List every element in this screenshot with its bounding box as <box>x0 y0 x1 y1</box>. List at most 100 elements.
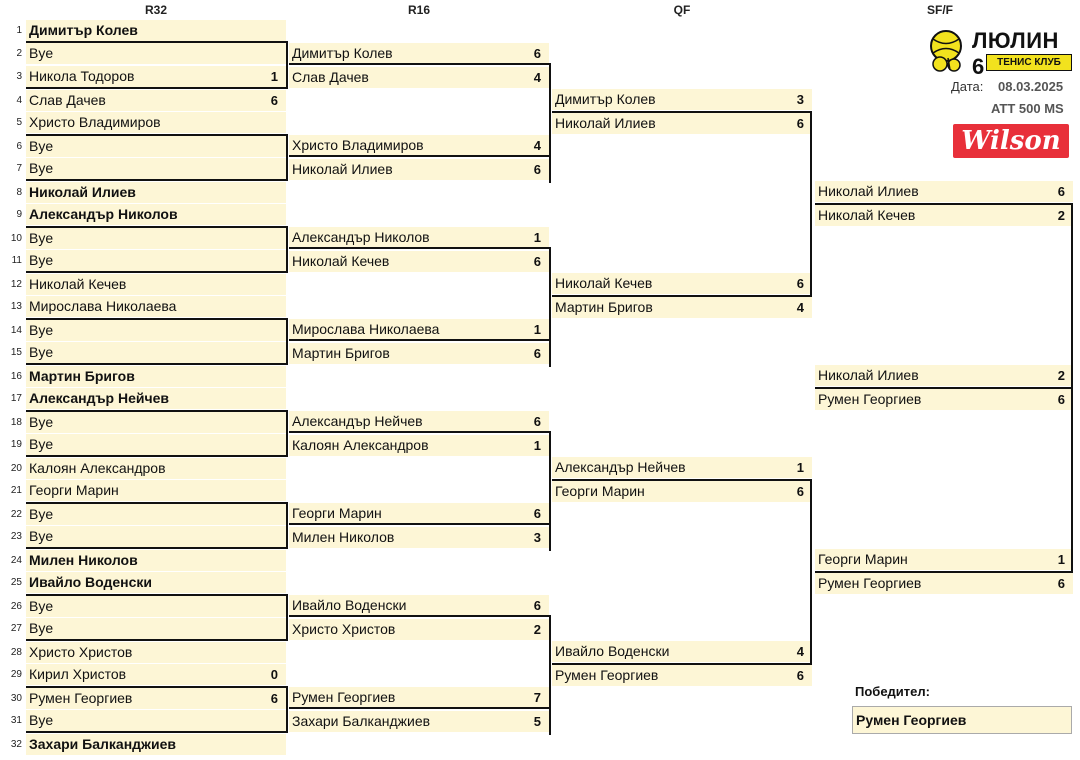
score: 6 <box>270 691 278 706</box>
player-name: Христо Владимиров <box>292 137 424 153</box>
player-name: Милен Николов <box>292 529 395 545</box>
seed-number: 22 <box>10 509 22 520</box>
seed-number: 16 <box>10 371 22 382</box>
seed-number: 19 <box>10 439 22 450</box>
score: 6 <box>533 414 541 429</box>
seed-number: 26 <box>10 601 22 612</box>
bracket-line <box>286 134 288 181</box>
player-name: Николай Илиев <box>29 184 136 200</box>
player-name: Bye <box>29 598 54 614</box>
player-name: Bye <box>29 620 54 636</box>
bracket-line <box>26 731 288 733</box>
score: 4 <box>533 138 541 153</box>
score: 6 <box>533 162 541 177</box>
bracket-line <box>26 226 288 228</box>
round-header-sf: SF/F <box>927 3 953 17</box>
seed-number: 6 <box>16 141 22 152</box>
r32-slot: Bye <box>26 618 286 639</box>
player-name: Георги Марин <box>555 483 645 499</box>
player-name: Румен Георгиев <box>818 391 922 407</box>
score: 1 <box>533 438 541 453</box>
player-name: Мирослава Николаева <box>292 321 440 337</box>
player-name: Bye <box>29 506 54 522</box>
player-name: Слав Дачев <box>292 69 369 85</box>
r32-slot: Bye <box>26 434 286 455</box>
player-name: Захари Балканджиев <box>292 713 431 729</box>
score: 1 <box>796 460 804 475</box>
r32-slot: Bye <box>26 342 286 363</box>
date-value: 08.03.2025 <box>998 79 1064 94</box>
player-name: Калоян Александров <box>292 437 429 453</box>
seed-number: 31 <box>10 715 22 726</box>
r32-slot: Калоян Александров <box>26 458 286 479</box>
r32-slot: Bye <box>26 136 286 157</box>
seed-number: 21 <box>10 485 22 496</box>
player-name: Мартин Бригов <box>292 345 390 361</box>
seed-number: 14 <box>10 325 22 336</box>
bracket-line <box>289 339 551 341</box>
r32-slot: Ивайло Воденски <box>26 572 286 593</box>
r16-slot: Захари Балканджиев 5 <box>289 711 549 732</box>
score: 1 <box>270 69 278 84</box>
r32-slot: Милен Николов <box>26 550 286 571</box>
seed-number: 7 <box>16 163 22 174</box>
r32-slot: Bye <box>26 250 286 271</box>
bracket-line <box>552 111 812 113</box>
winner-box: Румен Георгиев <box>852 706 1072 734</box>
bracket-line <box>286 318 288 365</box>
bracket-line <box>552 479 812 481</box>
qf-slot: Ивайло Воденски 4 <box>552 641 812 662</box>
r16-slot: Калоян Александров 1 <box>289 435 549 456</box>
seed-number: 2 <box>16 48 22 59</box>
r32-slot: Bye <box>26 504 286 525</box>
score: 4 <box>796 644 804 659</box>
player-name: Слав Дачев <box>29 92 106 108</box>
seed-number: 18 <box>10 417 22 428</box>
r32-slot: Bye <box>26 228 286 249</box>
player-name: Мартин Бригов <box>555 299 653 315</box>
r16-slot: Милен Николов 3 <box>289 527 549 548</box>
seed-number: 27 <box>10 623 22 634</box>
player-name: Кирил Христов <box>29 666 127 682</box>
player-name: Захари Балканджиев <box>29 736 176 752</box>
player-name: Димитър Колев <box>292 45 393 61</box>
player-name: Bye <box>29 712 54 728</box>
bracket-line <box>26 686 288 688</box>
seed-number: 23 <box>10 531 22 542</box>
player-name: Bye <box>29 160 54 176</box>
player-name: Христо Христов <box>29 644 133 660</box>
player-name: Ивайло Воденски <box>555 643 670 659</box>
bracket-line <box>815 387 1073 389</box>
score: 5 <box>533 714 541 729</box>
player-name: Александър Нейчев <box>555 459 686 475</box>
score: 2 <box>533 622 541 637</box>
bracket-line <box>26 318 288 320</box>
score: 6 <box>1057 392 1065 407</box>
bracket-line <box>810 479 812 665</box>
score: 3 <box>533 530 541 545</box>
bracket-line <box>552 663 812 665</box>
score: 6 <box>1057 576 1065 591</box>
seed-number: 4 <box>16 95 22 106</box>
player-name: Александър Николов <box>292 229 430 245</box>
score: 6 <box>1057 184 1065 199</box>
player-name: Георги Марин <box>818 551 908 567</box>
bracket-line <box>289 431 551 433</box>
bracket-line <box>286 41 288 89</box>
player-name: Bye <box>29 322 54 338</box>
score: 6 <box>796 276 804 291</box>
player-name: Bye <box>29 138 54 154</box>
bracket-line <box>26 87 288 89</box>
score: 2 <box>1057 208 1065 223</box>
player-name: Bye <box>29 344 54 360</box>
bracket-line <box>286 226 288 273</box>
club-subtitle: ТЕНИС КЛУБ <box>986 54 1072 71</box>
